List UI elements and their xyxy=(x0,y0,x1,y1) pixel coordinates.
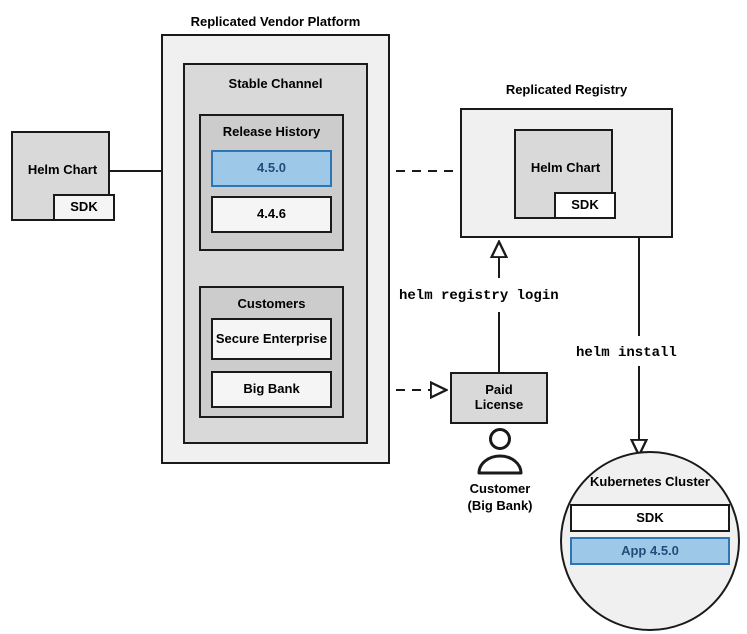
paid-license-label: Paid License xyxy=(474,382,524,413)
cluster-component-app: App 4.5.0 xyxy=(570,537,730,565)
customer-item-big-bank-label: Big Bank xyxy=(243,381,300,397)
customer-item-big-bank[interactable]: Big Bank xyxy=(211,371,332,408)
cluster-component-sdk: SDK xyxy=(570,504,730,532)
customer-actor-line2: (Big Bank) xyxy=(467,497,533,513)
release-item-4-4-6[interactable]: 4.4.6 xyxy=(211,196,332,233)
customer-actor-line1: Customer xyxy=(469,481,531,496)
customer-item-secure-enterprise[interactable]: Secure Enterprise xyxy=(211,318,332,360)
stable-channel-label: Stable Channel xyxy=(228,76,323,91)
helm-chart-source-label: Helm Chart xyxy=(27,162,98,177)
customers-label: Customers xyxy=(237,296,306,311)
registry-title: Replicated Registry xyxy=(505,82,628,97)
helm-chart-registry-sdk: SDK xyxy=(554,192,616,219)
cluster-component-sdk-label: SDK xyxy=(636,509,664,525)
paid-license-box: Paid License xyxy=(450,372,548,424)
paid-license-line2: License xyxy=(474,397,524,412)
customer-actor-caption: Customer (Big Bank) xyxy=(434,481,566,515)
release-item-4-4-6-label: 4.4.6 xyxy=(257,206,286,222)
kubernetes-cluster-label: Kubernetes Cluster xyxy=(590,474,710,489)
release-history-label: Release History xyxy=(222,124,321,139)
platform-title: Replicated Vendor Platform xyxy=(190,14,361,29)
person-icon xyxy=(477,428,523,475)
command-helm-install: helm install xyxy=(576,345,677,361)
helm-chart-registry-label: Helm Chart xyxy=(530,160,601,175)
customer-item-secure-enterprise-label: Secure Enterprise xyxy=(215,330,328,346)
helm-chart-source-sdk: SDK xyxy=(53,194,115,221)
command-helm-registry-login: helm registry login xyxy=(399,288,559,304)
release-item-4-5-0[interactable]: 4.5.0 xyxy=(211,150,332,187)
helm-chart-source-sdk-label: SDK xyxy=(70,199,98,215)
release-item-4-5-0-label: 4.5.0 xyxy=(257,160,286,176)
cluster-component-app-label: App 4.5.0 xyxy=(621,542,679,558)
helm-chart-registry-sdk-label: SDK xyxy=(571,197,599,213)
paid-license-line1: Paid xyxy=(485,382,513,398)
